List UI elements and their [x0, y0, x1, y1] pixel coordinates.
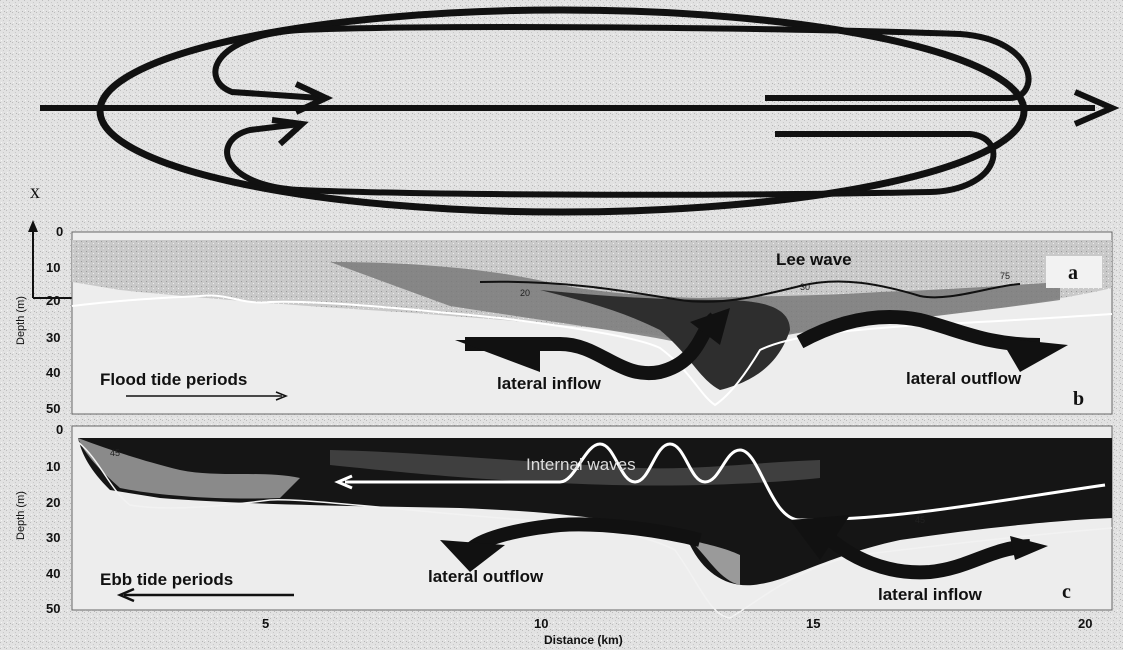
x-tick: 5 — [262, 616, 269, 631]
lateral-outflow-label-ebb: lateral outflow — [428, 567, 544, 586]
internal-waves-label: Internal waves — [526, 455, 636, 474]
contour-label: 45 — [915, 515, 925, 525]
y-tick: 0 — [56, 224, 63, 239]
y-tick: 10 — [46, 260, 60, 275]
lee-wave-label: Lee wave — [776, 250, 852, 269]
panel-b-label: b — [1073, 388, 1084, 410]
ebb-panel: 45 45 0 10 20 30 40 50 Depth (m) Interna… — [15, 422, 1112, 618]
contour-label: 75 — [1000, 271, 1010, 281]
flood-tide-label: Flood tide periods — [100, 370, 247, 389]
flood-panel: 20 30 75 0 10 20 30 40 50 Depth (m) Lee … — [15, 224, 1112, 416]
y-tick: 20 — [46, 495, 60, 510]
x-axis-label: Distance (km) — [544, 633, 623, 647]
contour-label: 20 — [520, 288, 530, 298]
y-tick: 50 — [46, 601, 60, 616]
y-tick: 20 — [46, 293, 60, 308]
ebb-ylabel: Depth (m) — [15, 491, 27, 540]
contour-label: 30 — [800, 282, 810, 292]
ebb-tide-label: Ebb tide periods — [100, 570, 233, 589]
x-tick: 10 — [534, 616, 548, 631]
y-tick: 0 — [56, 422, 63, 437]
x-tick: 15 — [806, 616, 820, 631]
y-tick: 30 — [46, 330, 60, 345]
y-tick: 10 — [46, 459, 60, 474]
panel-a-label: a — [1068, 262, 1078, 284]
lateral-inflow-label-ebb: lateral inflow — [878, 585, 983, 604]
lateral-inflow-label: lateral inflow — [497, 374, 602, 393]
y-tick: 30 — [46, 530, 60, 545]
lateral-outflow-label: lateral outflow — [906, 369, 1022, 388]
x-tick: 20 — [1078, 616, 1092, 631]
x-axis-label: x — [30, 181, 40, 203]
y-tick: 50 — [46, 401, 60, 416]
y-tick: 40 — [46, 566, 60, 581]
flood-ylabel: Depth (m) — [15, 296, 27, 345]
y-tick: 40 — [46, 365, 60, 380]
contour-label: 45 — [110, 448, 120, 458]
panel-c-label: c — [1062, 581, 1071, 603]
